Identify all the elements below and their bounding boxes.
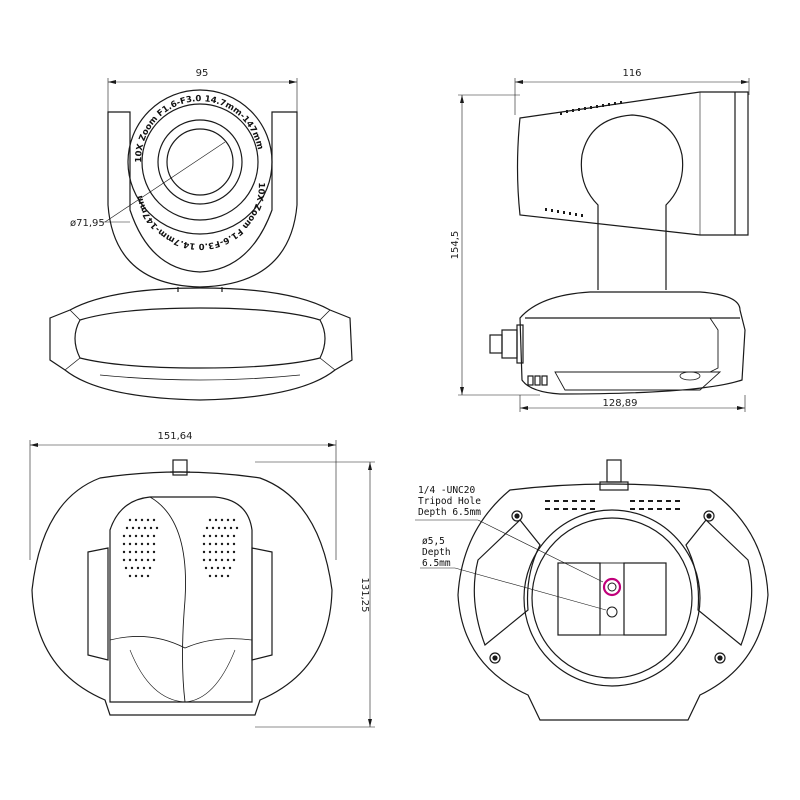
svg-text:Depth 6.5mm: Depth 6.5mm	[418, 507, 481, 518]
base-depth-dimension	[519, 395, 746, 412]
front-yoke	[107, 111, 298, 288]
side-base	[519, 291, 746, 395]
height-dimension	[458, 94, 540, 396]
side-view: 116 154,5	[450, 68, 750, 412]
lens-ring-text-bottom: 10X Zoom F1.6-F3.0 14.7mm-147mm	[135, 182, 266, 251]
lens-inner-ring	[157, 119, 243, 205]
svg-text:Depth: Depth	[422, 547, 451, 558]
pin-leader	[454, 567, 607, 611]
tripod-hole	[602, 577, 622, 597]
top-wing-right	[251, 547, 273, 661]
side-yoke	[580, 114, 684, 290]
front-view: 95 ø71,95 10X Zoom F1.6-F3.0 14.7mm-147m…	[49, 68, 353, 401]
top-wing-left	[87, 547, 109, 661]
lens-housing	[127, 89, 273, 235]
bottom-center-ring	[523, 509, 701, 687]
side-depth-label: 116	[622, 68, 641, 79]
lens-ring	[141, 103, 259, 221]
bottom-screws	[489, 510, 726, 664]
top-depth-label: 131,25	[359, 578, 370, 613]
height-label: 154,5	[450, 231, 461, 260]
front-base	[49, 287, 353, 401]
bottom-connector	[606, 459, 622, 483]
pin-hole	[606, 606, 618, 618]
front-width-label: 95	[196, 68, 209, 79]
lens-diameter-line	[104, 141, 226, 223]
side-head	[516, 91, 749, 236]
base-depth-label: 128,89	[603, 398, 638, 409]
bottom-center-ring-inner	[531, 517, 693, 679]
bottom-base-outline	[457, 483, 769, 721]
svg-text:Tripod Hole: Tripod Hole	[418, 496, 481, 507]
top-head	[109, 496, 253, 703]
svg-text:1/4 -UNC20: 1/4 -UNC20	[418, 485, 475, 496]
front-width-dimension	[107, 78, 298, 118]
top-vent-dots	[122, 518, 239, 578]
top-base-outline	[31, 471, 333, 716]
tripod-hole-note: 1/4 -UNC20 Tripod Hole Depth 6.5mm	[418, 485, 481, 518]
top-width-dimension	[29, 440, 337, 560]
tripod-leader	[477, 519, 604, 583]
bottom-pad-right	[685, 519, 753, 646]
front-base-panel	[74, 307, 326, 369]
side-ports	[527, 375, 548, 386]
top-view: 151,64 131,25	[29, 431, 375, 728]
top-connector	[172, 459, 188, 476]
bnc-connector	[489, 324, 524, 364]
svg-text:ø5,5: ø5,5	[422, 536, 445, 547]
bottom-view	[415, 459, 769, 721]
svg-text:6.5mm: 6.5mm	[422, 558, 451, 569]
lens-glass	[166, 128, 234, 196]
side-depth-dimension	[514, 78, 750, 115]
bottom-rubber-pad-left	[557, 562, 601, 636]
bottom-rubber-pad-right	[623, 562, 667, 636]
side-vent-dots	[545, 101, 622, 217]
lens-diameter-label: ø71,95	[70, 218, 105, 229]
bottom-vents	[545, 500, 680, 510]
top-width-label: 151,64	[158, 431, 193, 442]
pin-hole-note: ø5,5 Depth 6.5mm	[422, 536, 451, 569]
top-depth-dimension	[255, 461, 375, 728]
